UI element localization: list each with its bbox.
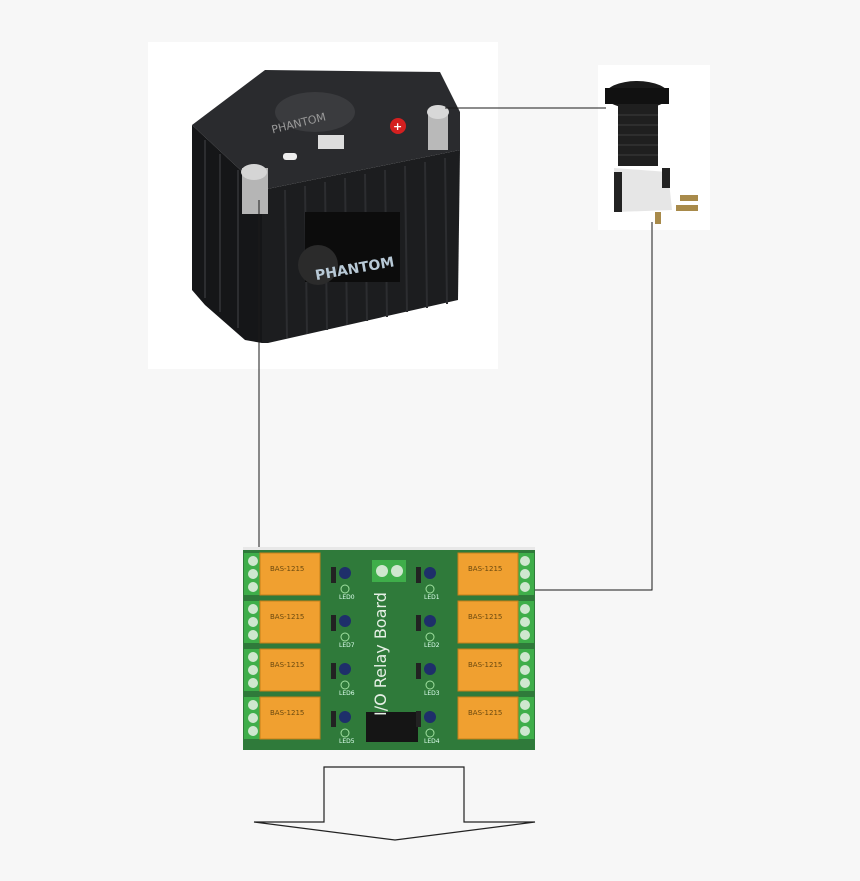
wires: [258, 107, 653, 591]
relay: [457, 648, 519, 692]
relay-label: BAS-1215: [270, 613, 304, 621]
led-label: LED3: [424, 690, 440, 697]
led-label: LED4: [424, 738, 440, 745]
relay-label: BAS-1215: [468, 709, 502, 717]
transistor: [339, 663, 351, 675]
transistor: [424, 711, 436, 723]
led-label: LED6: [339, 690, 355, 697]
relay: [457, 696, 519, 740]
relay-label: BAS-1215: [270, 565, 304, 573]
relay-label: BAS-1215: [270, 661, 304, 669]
relay: [259, 552, 321, 596]
transistor: [424, 663, 436, 675]
transistor: [424, 567, 436, 579]
led-label: LED5: [339, 738, 355, 745]
relay: [457, 552, 519, 596]
relay-label: BAS-1215: [468, 661, 502, 669]
relay-label: BAS-1215: [270, 709, 304, 717]
relay: [259, 648, 321, 692]
battery-image: PHANTOM + PHANTOM: [148, 42, 498, 369]
led-label: LED2: [424, 642, 440, 649]
push-button-image: [598, 65, 710, 230]
relay-label: BAS-1215: [468, 613, 502, 621]
transistor: [339, 567, 351, 579]
svg-text:+: +: [393, 120, 402, 133]
relay: [259, 600, 321, 644]
led-label: LED1: [424, 594, 440, 601]
relay-label: BAS-1215: [468, 565, 502, 573]
transistor: [424, 615, 436, 627]
transistor: [339, 711, 351, 723]
relay: [457, 600, 519, 644]
wire-button-to-board: [533, 222, 653, 591]
transistor: [339, 615, 351, 627]
board-title: I/O Relay Board: [371, 592, 390, 716]
led-label: LED7: [339, 642, 355, 649]
led-label: LED0: [339, 594, 355, 601]
down-arrow-icon: [253, 766, 536, 841]
relay: [259, 696, 321, 740]
